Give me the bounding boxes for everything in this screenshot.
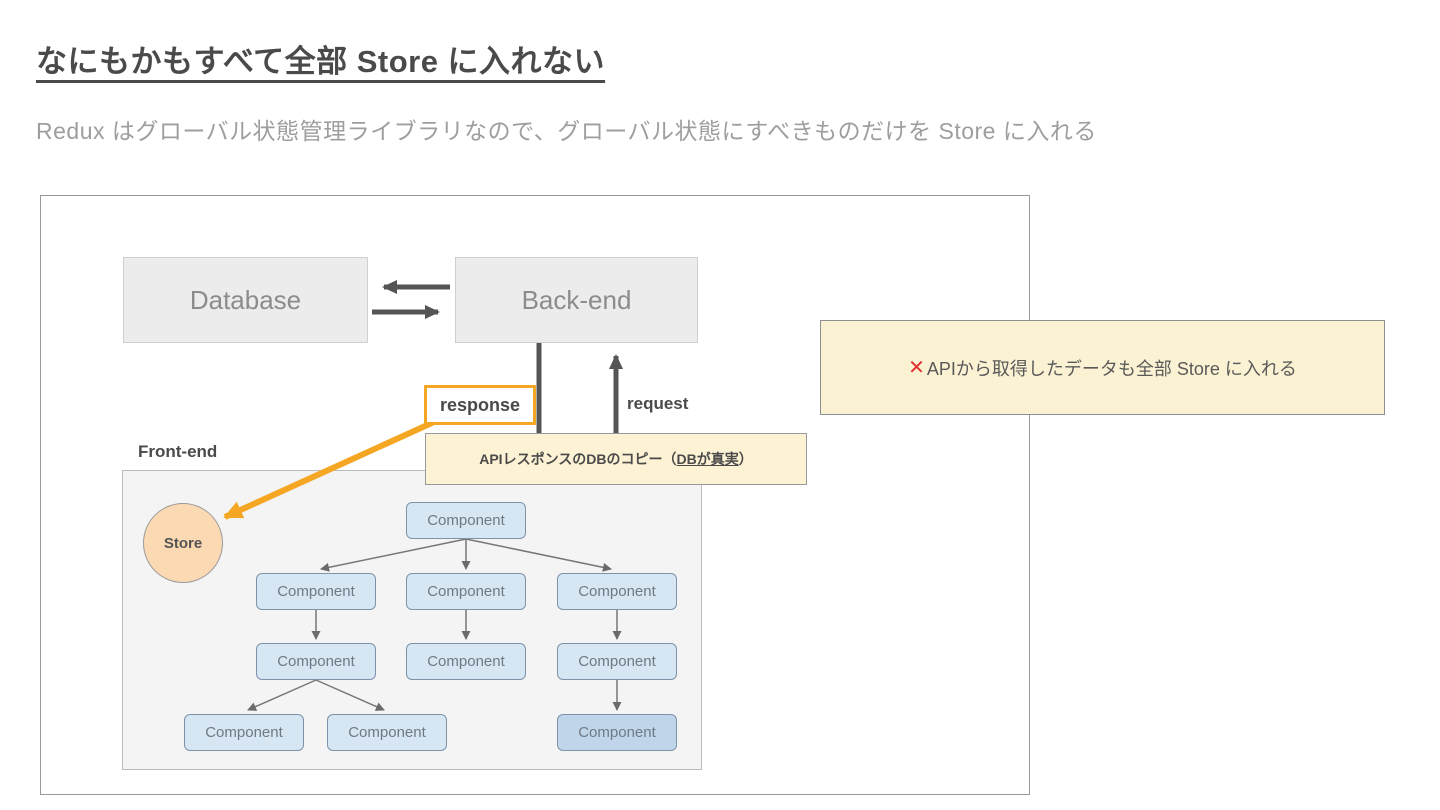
warning-callout-text: APIから取得したデータも全部 Store に入れる (926, 358, 1297, 379)
store-label: Store (163, 534, 203, 552)
page-subtitle: Redux はグローバル状態管理ライブラリなので、グローバル状態にすべきものだけ… (36, 118, 1097, 144)
api-note-underlined: DBが真実 (676, 451, 739, 467)
api-note-suffix: ） (738, 451, 753, 467)
component-box: Component (557, 573, 677, 610)
response-label-box: response (424, 385, 536, 425)
cross-mark-icon: ✕ (908, 357, 925, 379)
backend-box: Back-end (455, 257, 698, 343)
api-note-prefix: APIレスポンスのDBのコピー（ (479, 451, 677, 467)
response-label: response (439, 394, 521, 415)
warning-callout: ✕ APIから取得したデータも全部 Store に入れる (820, 320, 1385, 415)
database-box: Database (123, 257, 368, 343)
store-circle: Store (143, 503, 223, 583)
component-box-highlighted: Component (557, 714, 677, 751)
component-box: Component (256, 573, 376, 610)
frontend-label: Front-end (138, 442, 218, 461)
component-box: Component (256, 643, 376, 680)
component-box: Component (406, 643, 526, 680)
component-box: Component (557, 643, 677, 680)
backend-label: Back-end (521, 284, 632, 315)
component-box: Component (406, 502, 526, 539)
component-box: Component (184, 714, 304, 751)
request-label: request (627, 394, 689, 413)
api-response-note: APIレスポンスのDBのコピー（DBが真実） (425, 433, 807, 485)
database-label: Database (189, 284, 302, 315)
page-title: なにもかもすべて全部 Store に入れない (36, 44, 606, 79)
component-box: Component (406, 573, 526, 610)
component-box: Component (327, 714, 447, 751)
